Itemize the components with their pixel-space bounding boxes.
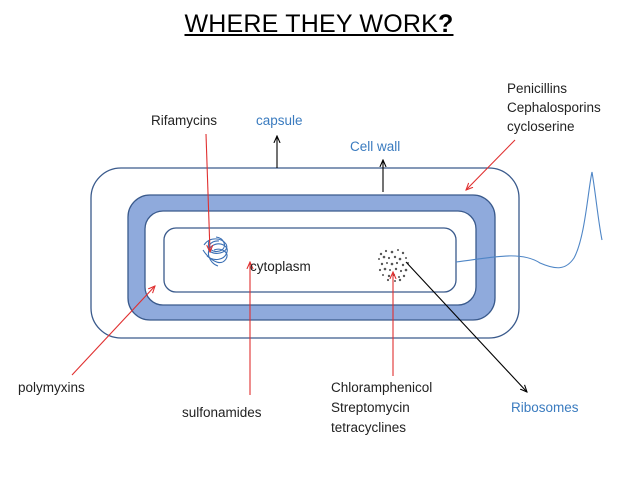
cell-wall-agent-cycloserine: cycloserine — [507, 119, 575, 134]
polymyxins-arrow — [71, 286, 155, 376]
ribosome-agent-streptomycin: Streptomycin — [331, 400, 410, 415]
cytoplasm-label: cytoplasm — [250, 259, 311, 274]
cell-wall-label: Cell wall — [350, 139, 400, 154]
ribosome-agent-chloramphenicol: Chloramphenicol — [331, 380, 432, 395]
flagellum — [455, 171, 603, 269]
rifamycins-arrow — [205, 133, 210, 252]
page-title: WHERE THEY WORK? — [0, 10, 638, 39]
cell-wall-agents-arrow — [466, 139, 516, 190]
polymyxins-label: polymyxins — [18, 380, 85, 395]
sulfonamides-label: sulfonamides — [182, 405, 262, 420]
title-text: WHERE THEY WORK — [184, 10, 438, 38]
capsule-label: capsule — [256, 113, 303, 128]
rifamycins-label: Rifamycins — [151, 113, 217, 128]
dna-tangle-icon — [202, 236, 228, 267]
ribosomes-label: Ribosomes — [511, 400, 579, 415]
ribosomes-arrow — [405, 261, 527, 392]
cell-wall-agent-penicillins: Penicillins — [507, 81, 567, 96]
cell-wall-agent-cephalosporins: Cephalosporins — [507, 100, 601, 115]
ribosome-dots-icon — [378, 249, 409, 282]
title-question-mark: ? — [438, 10, 454, 38]
ribosome-agent-tetracyclines: tetracyclines — [331, 420, 406, 435]
